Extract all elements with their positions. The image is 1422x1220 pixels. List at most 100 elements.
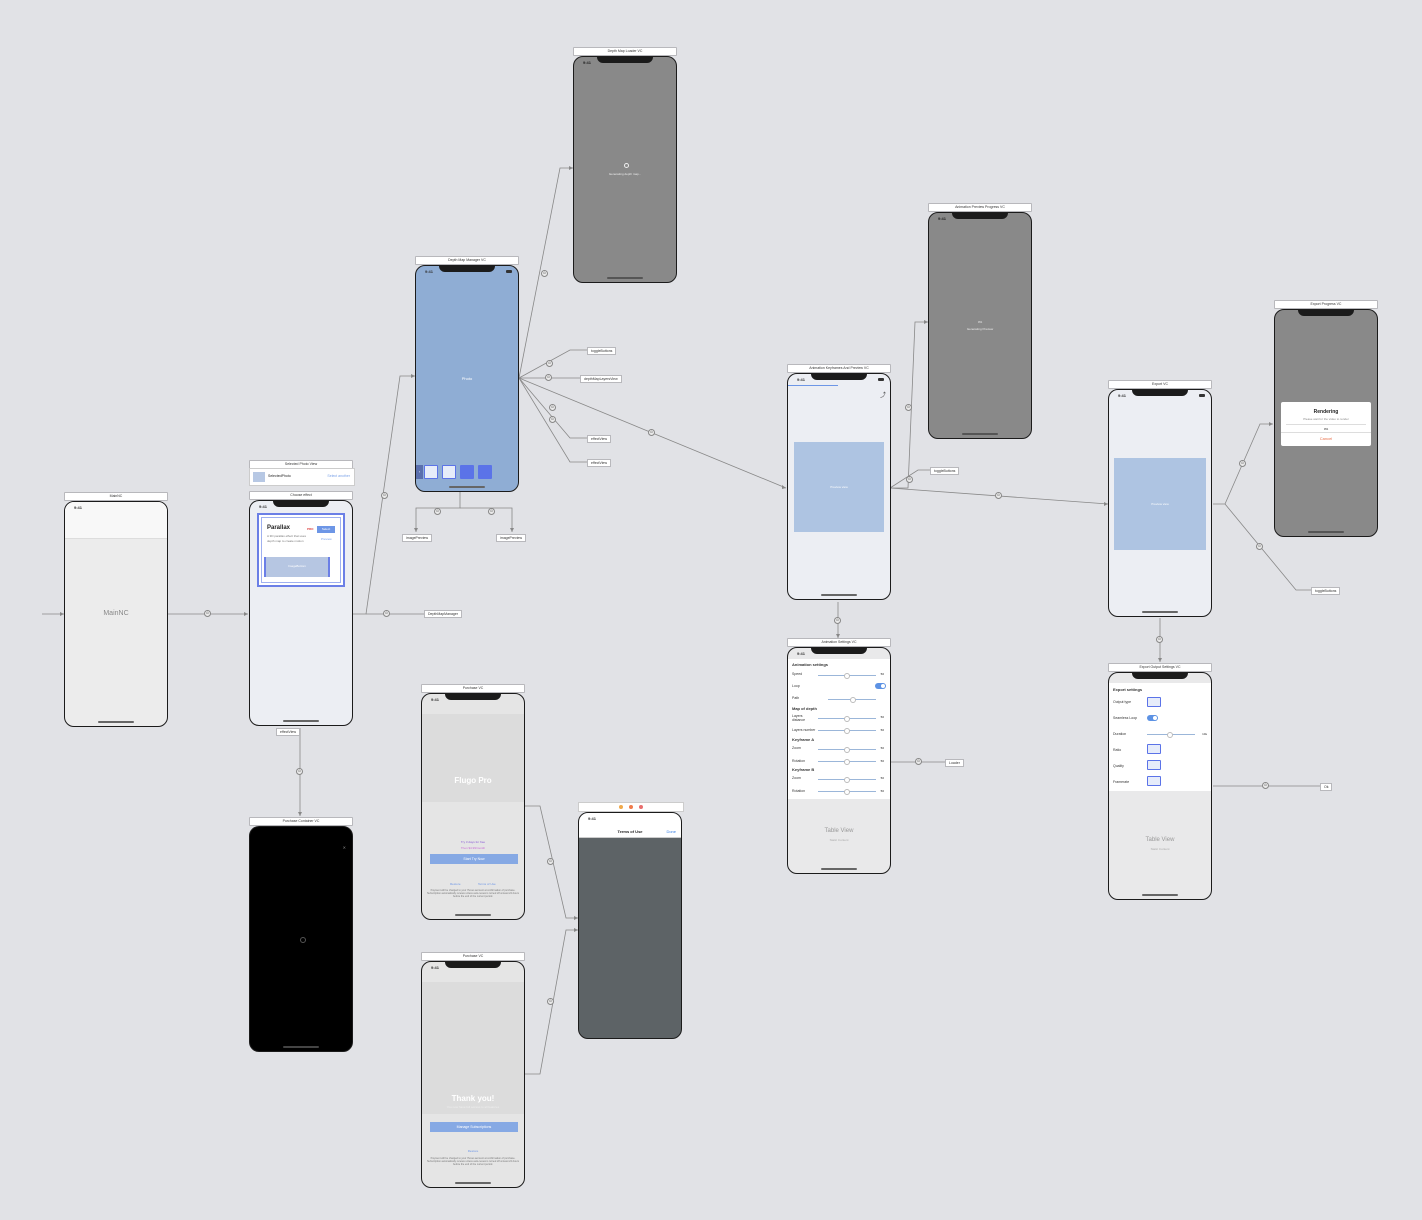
segue-icon[interactable]: ⊙: [549, 404, 556, 411]
path-label: Path: [792, 696, 800, 700]
parallax-outlet[interactable]: effectView: [587, 459, 612, 467]
scene-title[interactable]: Depth Map Loader VC: [573, 47, 677, 56]
depth-map-manager-outlet[interactable]: DepthMapManager: [424, 610, 462, 618]
effect-card[interactable]: Parallax A 3D parallax effect that uses …: [257, 513, 345, 587]
seamless-loop-toggle[interactable]: [1147, 715, 1158, 721]
segue-icon[interactable]: ⊙: [488, 508, 495, 515]
choose-effect-scene[interactable]: 9:41 Parallax A 3D parallax effect that …: [249, 500, 353, 726]
segue-icon[interactable]: ⊙: [915, 758, 922, 765]
depth-map-layers-outlet[interactable]: depthMapLayersView: [580, 375, 622, 383]
segue-icon[interactable]: ⊙: [204, 610, 211, 617]
image-preview-outlet[interactable]: imagePreview: [402, 534, 432, 542]
cancel-button[interactable]: Cancel: [1319, 436, 1333, 441]
rendering-alert: Rendering Please wait for the video to r…: [1281, 402, 1371, 446]
segue-icon[interactable]: ⊙: [545, 374, 552, 381]
segue-icon[interactable]: ⊙: [434, 508, 441, 515]
loop-toggle[interactable]: [875, 683, 886, 689]
toggle-buttons-outlet[interactable]: toggleButtons: [1311, 587, 1341, 595]
animation-preview-progress-scene[interactable]: 9:41 0% Generating Preview: [928, 212, 1032, 439]
segue-icon[interactable]: ⊙: [1262, 782, 1269, 789]
scene-title[interactable]: Purchase VC: [421, 684, 525, 693]
select-another-button[interactable]: Select another: [327, 474, 350, 478]
scene-title[interactable]: Purchase Container VC: [249, 817, 353, 826]
back-chevron-icon[interactable]: ‹: [416, 465, 423, 479]
segue-icon[interactable]: ⊙: [905, 404, 912, 411]
segue-icon[interactable]: ⊙: [541, 270, 548, 277]
segue-icon[interactable]: ⊙: [1156, 636, 1163, 643]
scene-title[interactable]: Export Progress VC: [1274, 300, 1378, 309]
select-button[interactable]: Select: [317, 526, 335, 533]
purchase-vc-scene[interactable]: 9:41 Flugo Pro Try 3 days for free Then …: [421, 693, 525, 920]
scene-dock[interactable]: [578, 802, 684, 812]
purchase-container-scene[interactable]: ✕: [249, 826, 353, 1052]
add-layer-button[interactable]: [478, 465, 492, 479]
ok-outlet[interactable]: Ok: [1320, 783, 1333, 791]
purchase-vc-scene[interactable]: 9:41 Thank you! You now have full access…: [421, 961, 525, 1188]
rotation-b-label: Rotation: [792, 789, 806, 793]
ratio-selector[interactable]: [1147, 744, 1161, 754]
image-preview-outlet[interactable]: imagePreview: [496, 534, 526, 542]
segue-icon[interactable]: ⊙: [383, 610, 390, 617]
layers-number-value: 50: [880, 728, 884, 732]
export-settings-scene[interactable]: Export settings Output type Seamless Loo…: [1108, 672, 1212, 900]
status-time: 9:41: [588, 816, 597, 821]
view-controller-icon[interactable]: [629, 805, 633, 809]
first-responder-icon[interactable]: [619, 805, 623, 809]
trial-price: Then $4.99/month: [460, 846, 486, 850]
scene-title[interactable]: Purchase VC: [421, 952, 525, 961]
share-icon[interactable]: ⤴: [879, 393, 886, 399]
add-button[interactable]: [460, 465, 474, 479]
manage-subscriptions-button[interactable]: Manage Subscriptions: [430, 1122, 518, 1132]
selected-photo-view[interactable]: SelectedPhoto Select another: [249, 468, 355, 486]
segue-icon[interactable]: ⊙: [549, 416, 556, 423]
scene-title[interactable]: Choose effect: [249, 491, 353, 500]
scene-title[interactable]: Animation Settings VC: [787, 638, 891, 647]
terms-scene[interactable]: 9:41 Terms of Use Done: [578, 812, 682, 1039]
scene-title[interactable]: Animation Keyframes And Preview VC: [787, 364, 891, 373]
preview-link[interactable]: Preview: [321, 537, 332, 541]
segue-icon[interactable]: ⊙: [381, 492, 388, 499]
loader-outlet[interactable]: Loader: [945, 759, 964, 767]
segue-icon[interactable]: ⊙: [834, 617, 841, 624]
framerate-selector[interactable]: [1147, 776, 1161, 786]
segue-icon[interactable]: ⊙: [296, 768, 303, 775]
export-progress-scene[interactable]: Rendering Please wait for the video to r…: [1274, 309, 1378, 537]
start-trial-button[interactable]: Start Try Now: [430, 854, 518, 864]
animation-keyframes-scene[interactable]: 9:41 ⤴ Preview view: [787, 373, 891, 600]
close-icon[interactable]: ✕: [342, 845, 346, 850]
terms-link[interactable]: Terms of Use: [478, 882, 496, 886]
card-image: ImageBottom: [264, 557, 330, 577]
parallax-outlet[interactable]: effectView: [587, 435, 612, 443]
toggle-buttons-outlet[interactable]: toggleButtons: [587, 347, 617, 355]
restore-link[interactable]: Restore: [467, 1149, 479, 1153]
exit-icon[interactable]: [639, 805, 643, 809]
purchase-headline: Flugo Pro: [454, 776, 492, 785]
segue-icon[interactable]: ⊙: [546, 360, 553, 367]
export-vc-scene[interactable]: 9:41 Preview view: [1108, 389, 1212, 617]
segue-icon[interactable]: ⊙: [1239, 460, 1246, 467]
toggle-buttons-outlet[interactable]: toggleButtons: [930, 467, 960, 475]
segue-icon[interactable]: ⊙: [648, 429, 655, 436]
segue-icon[interactable]: ⊙: [1256, 543, 1263, 550]
segue-icon[interactable]: ⊙: [906, 476, 913, 483]
segue-icon[interactable]: ⊙: [547, 858, 554, 865]
done-button[interactable]: Done: [666, 829, 676, 834]
depth-map-manager-scene[interactable]: 9:41 Photo ‹: [415, 265, 519, 492]
effect-view-outlet[interactable]: effectView: [276, 728, 301, 736]
quality-selector[interactable]: [1147, 760, 1161, 770]
scene-title[interactable]: Export Output Settings VC: [1108, 663, 1212, 672]
segue-icon[interactable]: ⊙: [547, 998, 554, 1005]
segue-icon[interactable]: ⊙: [995, 492, 1002, 499]
scene-title[interactable]: Depth Map Manager VC: [415, 256, 519, 265]
scene-title[interactable]: Animation Preview Progress VC: [928, 203, 1032, 212]
photo-thumbnail: [253, 472, 265, 482]
depth-map-loader-scene[interactable]: 9:41 Generating depth map...: [573, 56, 677, 283]
depth-button[interactable]: [442, 465, 456, 479]
main-nc-scene[interactable]: 9:41 MainNC: [64, 501, 168, 727]
scene-title[interactable]: MainNC: [64, 492, 168, 501]
layers-button[interactable]: [424, 465, 438, 479]
restore-link[interactable]: Restore: [450, 882, 461, 886]
output-type-selector[interactable]: [1147, 697, 1161, 707]
animation-settings-scene[interactable]: 9:41 Animation settings Speed 50 Loop Pa…: [787, 647, 891, 874]
scene-title[interactable]: Export VC: [1108, 380, 1212, 389]
